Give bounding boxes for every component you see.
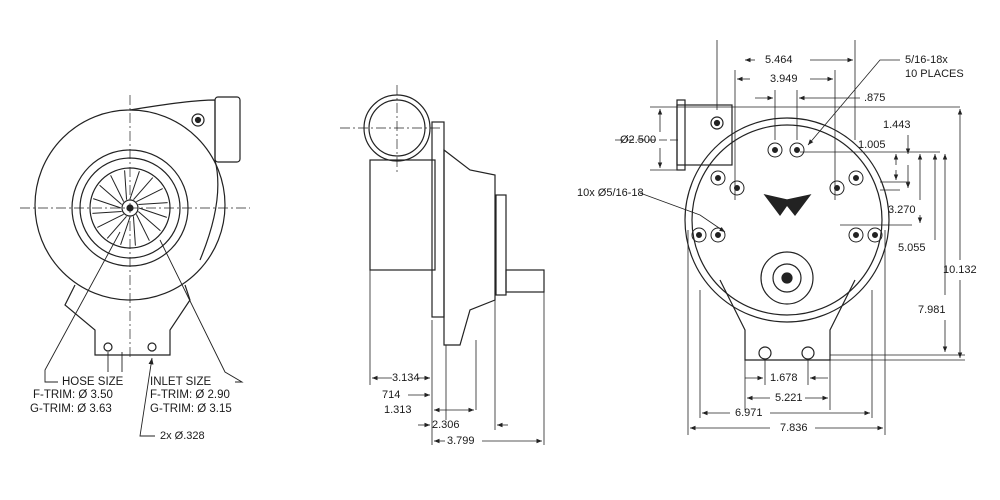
dim-7981: 7.981 (918, 304, 946, 316)
bolt-hole (696, 232, 702, 238)
dim-3949: 3.949 (770, 73, 798, 85)
bolt-hole (867, 227, 883, 243)
impeller-blade (110, 175, 125, 202)
dim-10132: 10.132 (943, 264, 977, 276)
impeller-blade (138, 207, 167, 218)
impeller-blade (136, 188, 163, 203)
bolt-hole (691, 227, 707, 243)
bolt-hole (848, 170, 864, 186)
impeller-blade (132, 216, 136, 246)
dim-1678: 1.678 (770, 372, 798, 384)
rear-view (615, 40, 965, 435)
inlet-size-title: INLET SIZE (150, 376, 212, 388)
dim-6971: 6.971 (735, 407, 763, 419)
inlet-size-f-trim: F-TRIM: Ø 2.90 (150, 389, 230, 401)
bolt-hole (848, 227, 864, 243)
note-thread: 5/16-18x (905, 54, 948, 66)
hose-size-title: HOSE SIZE (62, 376, 124, 388)
dim-1313: 1.313 (384, 404, 412, 416)
shaft (505, 269, 545, 293)
impeller-blade (138, 202, 168, 206)
bolt-hole (853, 175, 859, 181)
bolt-hole (829, 180, 845, 196)
impeller-blade (120, 216, 131, 245)
bolt-hole (734, 185, 740, 191)
impeller-blade (106, 215, 127, 239)
dim-875: .875 (864, 92, 886, 104)
impeller-blade (133, 177, 154, 201)
bolt-hole (834, 185, 840, 191)
bolt-hole (715, 175, 721, 181)
side-view (340, 85, 545, 445)
dim-714: 714 (382, 389, 401, 401)
dim-3134: 3.134 (392, 372, 420, 384)
hose-size-f-trim: F-TRIM: Ø 3.50 (33, 389, 113, 401)
impeller-blade (135, 214, 150, 241)
bolt-hole (715, 232, 721, 238)
bolt-hole (772, 147, 778, 153)
bolt-hole (853, 232, 859, 238)
impeller-blade (93, 198, 122, 209)
impeller-blade (99, 184, 123, 205)
dim-3799: 3.799 (447, 435, 475, 447)
bolt-hole (767, 142, 783, 158)
bolt-hole (710, 170, 726, 186)
dim-2306: 2.306 (432, 419, 460, 431)
holes-note: 10x Ø5/16-18 (577, 187, 644, 199)
housing-outer (684, 117, 890, 323)
bolt-hole (789, 142, 805, 158)
inlet-size-g-trim: G-TRIM: Ø 3.15 (150, 403, 232, 415)
dim-1443: 1.443 (883, 119, 911, 131)
impeller-blade (97, 213, 124, 228)
mount-holes-label: 2x Ø.328 (160, 430, 205, 442)
note-places: 10 PLACES (905, 68, 964, 80)
dim-5464: 5.464 (765, 54, 793, 66)
impeller-blade (137, 211, 161, 232)
dim-1005: 1.005 (858, 139, 886, 151)
logo-icon (763, 194, 812, 217)
dim-3270: 3.270 (888, 204, 916, 216)
outlet-flange (214, 96, 241, 163)
impeller-blade (92, 210, 122, 214)
dim-5221: 5.221 (775, 392, 803, 404)
hose-size-g-trim: G-TRIM: Ø 3.63 (30, 403, 112, 415)
bolt-hole (872, 232, 878, 238)
dim-dia-2500: Ø2.500 (620, 134, 657, 146)
bolt-hole (794, 147, 800, 153)
dim-5055: 5.055 (898, 242, 926, 254)
front-view (20, 95, 250, 437)
bolt-hole (710, 227, 726, 243)
impeller-blade (124, 170, 128, 200)
dim-7836: 7.836 (780, 422, 808, 434)
impeller-blade (129, 171, 140, 200)
bolt-hole (729, 180, 745, 196)
